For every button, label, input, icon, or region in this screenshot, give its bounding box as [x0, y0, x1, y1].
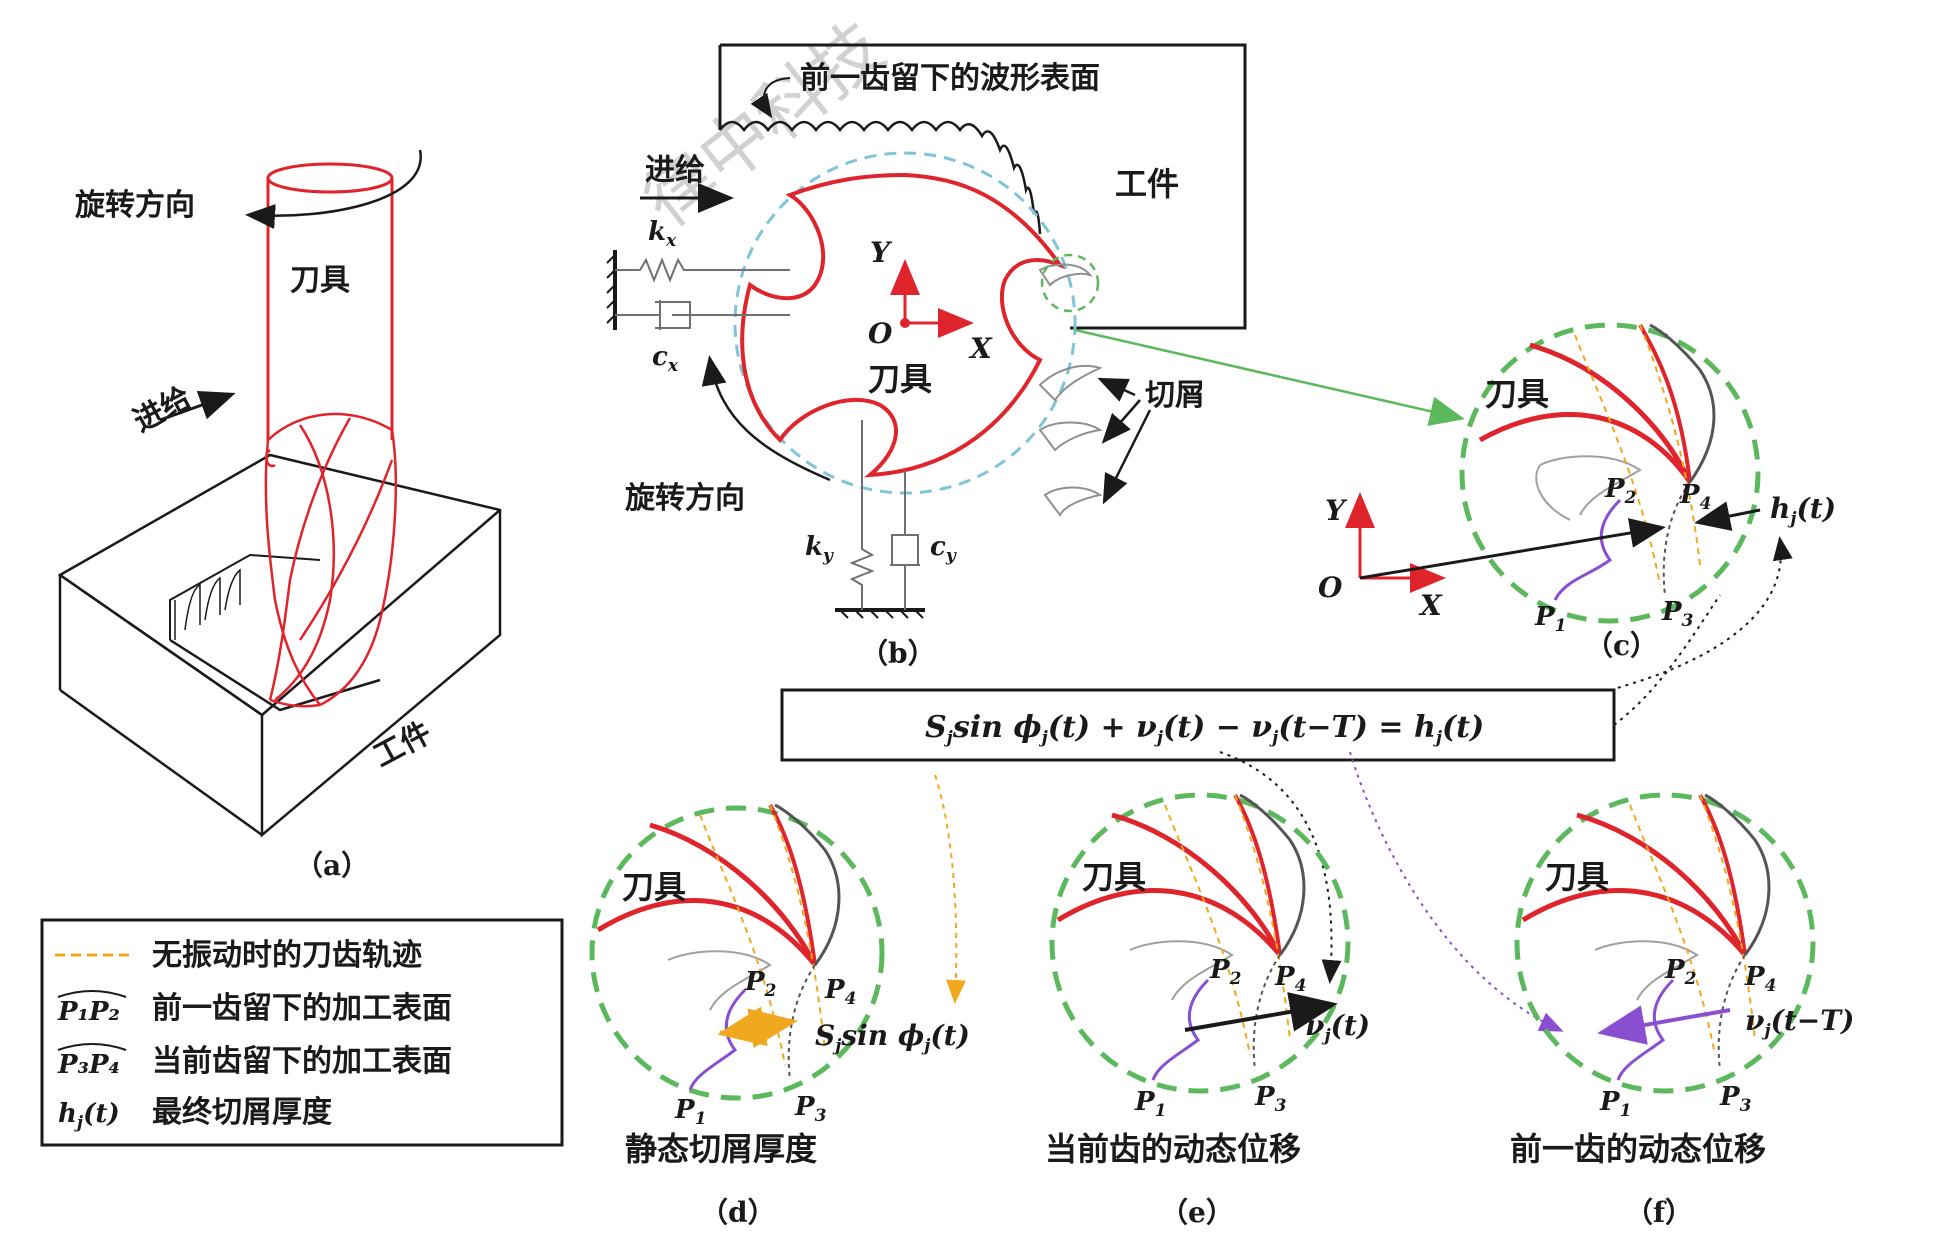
- spring-damper-x: [606, 250, 790, 330]
- axis-x-b: X: [968, 332, 993, 365]
- tool-label-b: 刀具: [868, 360, 932, 398]
- wavy-surface: [719, 120, 1042, 235]
- legend-sym-2: P₁P₂: [57, 997, 120, 1027]
- feed-indicator: 进给: [128, 380, 236, 439]
- workpiece-block: [57, 453, 502, 838]
- p4-e: P4: [1274, 962, 1306, 996]
- p4-d: P4: [824, 975, 856, 1009]
- title-d: 静态切屑厚度: [625, 1130, 817, 1168]
- p4-f: P4: [1744, 962, 1776, 996]
- equation-box: Sjsin ϕj(t) + νj(t) − νj(t−T) = hj(t): [780, 594, 1721, 1032]
- legend-item-3: 当前齿留下的加工表面: [152, 1044, 452, 1079]
- caption-c: （c）: [1585, 629, 1658, 662]
- p3-d: P3: [794, 1092, 827, 1126]
- legend-sym-3: P₃P₄: [57, 1050, 120, 1080]
- panel-e: 刀具 P2 P4 P1 P3 νj(t) 当前齿的动态位移 （e）: [1045, 792, 1370, 1229]
- caption-a: （a）: [295, 849, 369, 882]
- panel-a: 旋转方向 刀具 进给 工件 （a）: [57, 149, 502, 882]
- axis-y-c: Y: [1325, 494, 1348, 527]
- feed-label-b: 进给: [645, 153, 705, 188]
- p2-e: P2: [1209, 955, 1242, 989]
- chip-arrows: [1097, 377, 1152, 505]
- tool-cross-section: [740, 172, 1066, 478]
- legend-item-2: 前一齿留下的加工表面: [152, 991, 452, 1026]
- previous-displacement-label: νj(t−T): [1745, 1004, 1854, 1041]
- tool-label: 刀具: [290, 263, 350, 298]
- current-displacement-label: νj(t): [1305, 1009, 1370, 1046]
- chips-label: 切屑: [1145, 378, 1205, 413]
- p2-c: P2: [1604, 474, 1637, 508]
- rotation-arrow-b: [701, 355, 831, 482]
- p1-d: P1: [674, 1095, 706, 1129]
- p1-c: P1: [1534, 602, 1566, 636]
- p3-f: P3: [1719, 1082, 1752, 1116]
- tool-label-d: 刀具: [622, 868, 686, 906]
- tool-label-c: 刀具: [1485, 375, 1549, 413]
- rotation-label-b: 旋转方向: [625, 481, 745, 516]
- rotation-arrow: [245, 149, 422, 230]
- p1-e: P1: [1134, 1087, 1166, 1121]
- p4-c: P4: [1679, 480, 1711, 514]
- axes-b: [890, 259, 974, 338]
- caption-e: （e）: [1160, 1196, 1234, 1229]
- ky-label: ky: [805, 532, 834, 566]
- chips: [1038, 253, 1103, 517]
- workpiece-outline: [718, 43, 1247, 330]
- panel-b: 前一齿留下的波形表面 工件 进给 kx cx ky cy: [606, 43, 1465, 670]
- workpiece-label: 工件: [368, 715, 437, 774]
- spring-damper-y: [835, 420, 925, 619]
- legend: 无振动时的刀齿轨迹 P₁P₂ 前一齿留下的加工表面 P₃P₄ 当前齿留下的加工表…: [40, 918, 564, 1147]
- p2-f: P2: [1664, 955, 1697, 989]
- caption-f: （f）: [1625, 1196, 1693, 1229]
- kx-label: kx: [648, 217, 677, 251]
- p1-f: P1: [1599, 1087, 1631, 1121]
- caption-d: （d）: [700, 1196, 776, 1229]
- origin-c: O: [1318, 571, 1343, 604]
- zoom-circle-c: [1459, 322, 1761, 624]
- static-thickness-label: Sjsin ϕj(t): [815, 1019, 970, 1056]
- panel-c: 刀具 P2 P4 P1 P3 hj(t) Y O X （c）: [1318, 322, 1836, 691]
- zoom-arrow: [1074, 328, 1465, 426]
- axis-y-b: Y: [870, 236, 893, 269]
- p3-c: P3: [1661, 597, 1694, 631]
- equation-text: Sjsin ϕj(t) + νj(t) − νj(t−T) = hj(t): [925, 710, 1484, 748]
- caption-b: （b）: [860, 637, 936, 670]
- p3-e: P3: [1254, 1082, 1287, 1116]
- cx-label: cx: [652, 342, 679, 376]
- tool-shank: [266, 162, 394, 440]
- legend-item-1: 无振动时的刀齿轨迹: [152, 938, 422, 973]
- tool-label-e: 刀具: [1082, 858, 1146, 896]
- workpiece-label-b: 工件: [1115, 165, 1179, 203]
- prev-surface-label: 前一齿留下的波形表面: [800, 61, 1100, 96]
- legend-item-4: 最终切屑厚度: [152, 1095, 332, 1130]
- tool-label-f: 刀具: [1545, 858, 1609, 896]
- tool-flutes: [264, 412, 397, 708]
- axes-c: [1345, 492, 1761, 593]
- hj-label-c: hj(t): [1770, 492, 1836, 529]
- axis-x-c: X: [1418, 589, 1443, 622]
- panel-f: 刀具 P2 P4 P1 P3 νj(t−T) 前一齿的动态位移 （f）: [1510, 792, 1854, 1229]
- p2-d: P2: [744, 967, 777, 1001]
- panel-d: 刀具 P2 P4 P1 P3 Sjsin ϕj(t) 静态切屑厚度 （d）: [589, 803, 970, 1229]
- title-e: 当前齿的动态位移: [1045, 1130, 1301, 1168]
- title-f: 前一齿的动态位移: [1510, 1130, 1766, 1168]
- rotation-label: 旋转方向: [75, 188, 195, 223]
- tooth-c: [1478, 323, 1716, 601]
- legend-sym-4: hj(t): [58, 1099, 120, 1133]
- origin-b: O: [868, 317, 893, 350]
- cy-label: cy: [930, 532, 957, 566]
